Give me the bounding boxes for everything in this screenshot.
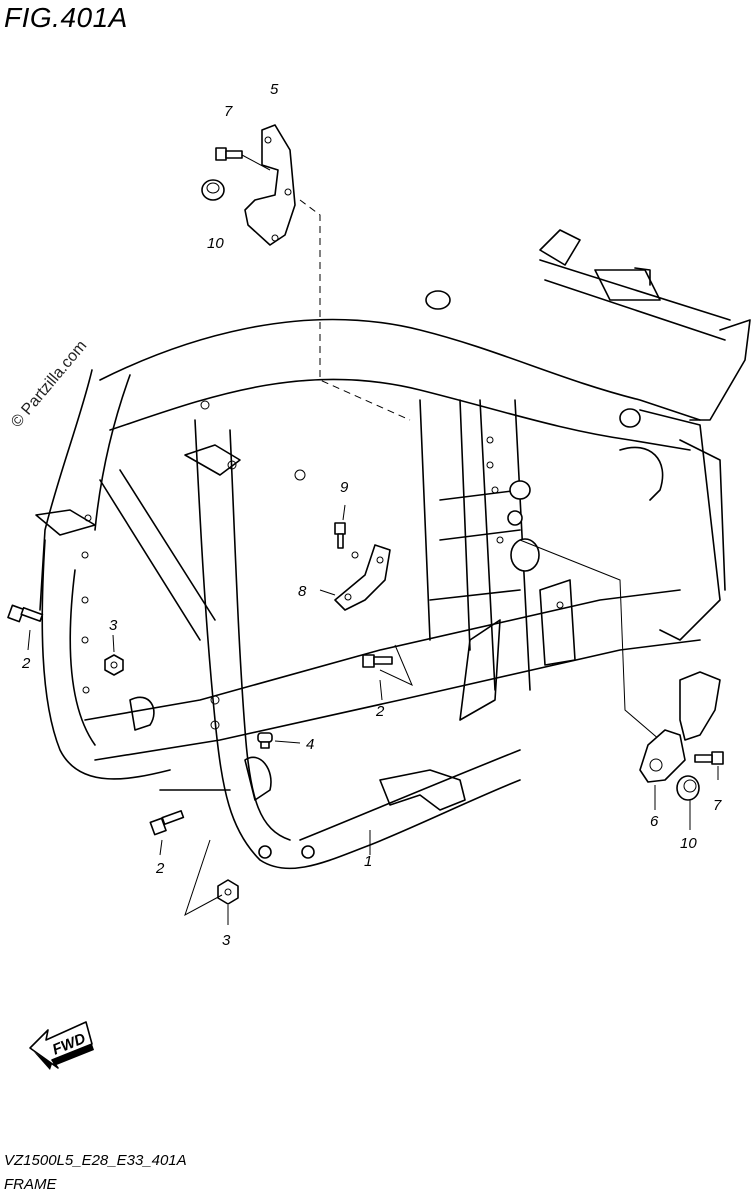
part-5-bracket	[244, 124, 296, 246]
footer-figure-name: FRAME	[4, 1176, 57, 1193]
part-3-nut-upper	[104, 634, 124, 676]
callout-2-center: 2	[375, 703, 385, 720]
leader-6	[519, 539, 661, 741]
callout-7-right: 7	[713, 797, 722, 814]
part-6-upper-bracket	[679, 671, 721, 741]
part-10-cap-top	[201, 179, 225, 201]
part-8-plate	[319, 544, 391, 611]
part-2-bolt-left	[7, 604, 44, 651]
part-3-nut-lower	[184, 839, 239, 925]
part-7-bolt-right	[694, 751, 724, 780]
part-2-bolt-center	[362, 644, 413, 701]
part-9-bolt	[334, 504, 346, 549]
part-2-bolt-bottom	[149, 810, 185, 856]
callout-1: 1	[364, 853, 372, 870]
callout-6: 6	[650, 813, 659, 830]
part-4-plug	[257, 732, 301, 749]
part-7-bolt-top	[215, 147, 271, 171]
fwd-arrow-icon: FWD	[29, 1021, 94, 1070]
figure-title: FIG.401A	[4, 2, 128, 33]
callout-10-top: 10	[207, 235, 224, 252]
callout-3-upper: 3	[109, 617, 118, 634]
callout-8: 8	[298, 583, 307, 600]
leader-5-dashed	[299, 199, 411, 421]
callout-3-lower: 3	[222, 932, 231, 949]
callout-7-top: 7	[224, 103, 233, 120]
callout-2-left: 2	[21, 655, 31, 672]
callout-5: 5	[270, 81, 279, 98]
part-10-cap-right	[676, 775, 700, 830]
callout-10-right: 10	[680, 835, 697, 852]
footer-figure-code: VZ1500L5_E28_E33_401A	[4, 1152, 187, 1169]
callout-2-bottom: 2	[155, 860, 165, 877]
part-6-bracket	[639, 729, 686, 810]
callout-4: 4	[306, 736, 314, 753]
frame-assembly	[35, 229, 751, 870]
callout-9: 9	[340, 479, 349, 496]
